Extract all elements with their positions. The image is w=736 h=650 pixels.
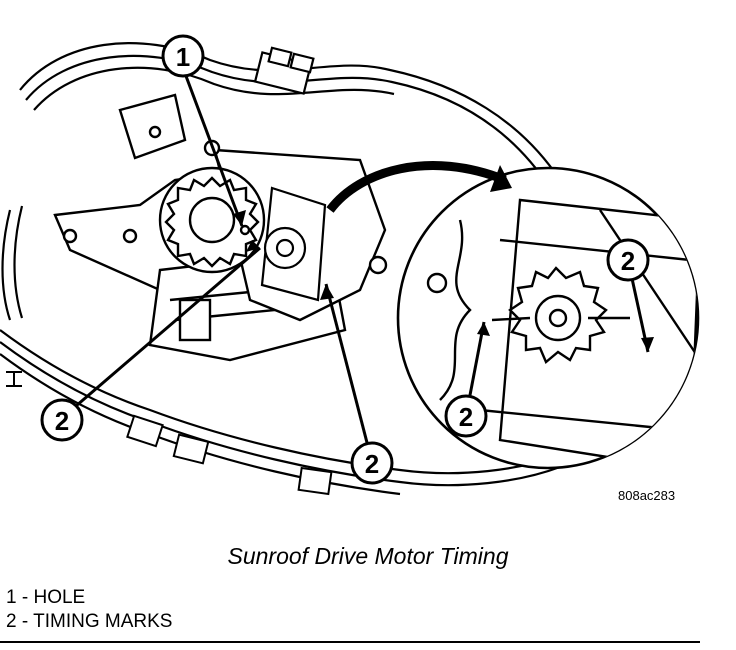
callout-2-detail-right: 2 [606,238,650,282]
svg-text:1: 1 [176,42,190,72]
drive-gear-large [158,166,266,274]
zoom-detail [396,166,700,470]
timing-hole [239,224,251,236]
legend-label: TIMING MARKS [33,611,173,632]
legend-item: 1 - HOLE [6,586,172,610]
harness-connector [253,46,315,95]
harness-tape [126,414,333,496]
legend-separator: - [16,611,34,632]
svg-text:2: 2 [55,406,69,436]
svg-text:2: 2 [459,402,473,432]
leader-lines [61,67,650,463]
callout-2-detail-left: 2 [444,394,488,438]
figure-id-label: 808ac283 [618,488,676,503]
legend-item: 2 - TIMING MARKS [6,610,172,634]
drive-gear-small [260,186,327,302]
legend: 1 - HOLE 2 - TIMING MARKS [6,586,172,634]
legend-separator: - [16,587,34,608]
figure-caption: Sunroof Drive Motor Timing [227,543,509,569]
bottom-rule [0,641,700,643]
legend-label: HOLE [33,587,86,608]
leader-arrowheads [233,210,654,352]
svg-text:2: 2 [365,449,379,479]
callout-2-left: 2 [40,398,84,442]
svg-text:2: 2 [621,246,635,276]
legend-number: 2 [6,611,17,632]
callout-1: 1 [161,34,205,78]
legend-number: 1 [6,587,17,608]
callout-2-bottom: 2 [350,441,394,485]
zoom-arrow [326,161,507,213]
edge-fragment [6,371,22,387]
